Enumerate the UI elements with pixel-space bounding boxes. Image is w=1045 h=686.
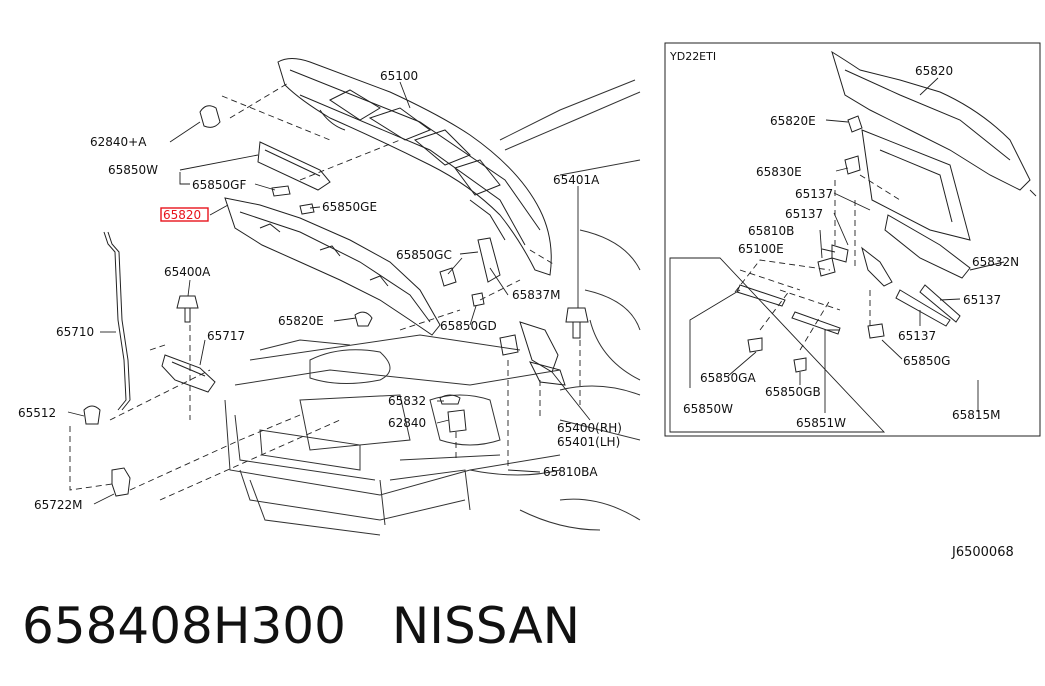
label-65810ba: 65810BA xyxy=(543,465,598,479)
label-65717: 65717 xyxy=(207,329,245,343)
hood-rod-clip-65512 xyxy=(83,405,101,425)
inset-title: YD22ETI xyxy=(669,50,716,63)
grommet-65722m xyxy=(111,467,131,497)
label-62840: 62840 xyxy=(388,416,426,430)
label-65850gd: 65850GD xyxy=(440,319,497,333)
drawing-code: J6500068 xyxy=(951,545,1014,560)
inset-label-65850w: 65850W xyxy=(683,402,733,416)
inset-label-65830e: 65830E xyxy=(756,165,802,179)
label-65512: 65512 xyxy=(18,406,56,420)
highlight-box xyxy=(160,207,209,222)
label-62840a: 62840+A xyxy=(90,135,147,149)
inset-label-65137-d: 65137 xyxy=(898,329,936,343)
inset-label-65820: 65820 xyxy=(915,64,953,78)
hood-weatherstrip-65850w xyxy=(257,141,331,191)
label-65401lh: 65401(LH) xyxy=(557,435,620,449)
vehicle-body-outline xyxy=(224,79,641,536)
inset-label-65137-a: 65137 xyxy=(795,187,833,201)
inset-box-yd22eti xyxy=(664,42,1041,437)
inset-labels: YD22ETI 65820 65820E 65830E 65137 65137 … xyxy=(669,50,1019,430)
leader-lines xyxy=(67,81,591,505)
dashed-assembly-lines xyxy=(69,81,581,501)
callout-labels: 65100 62840+A 65850W 65850GF 65850GE 658… xyxy=(18,69,622,512)
label-65850gf: 65850GF xyxy=(192,178,246,192)
inset-label-65810b: 65810B xyxy=(748,224,794,238)
label-65400rh: 65400(RH) xyxy=(557,421,622,435)
label-65820e: 65820E xyxy=(278,314,324,328)
inset-label-65100e: 65100E xyxy=(738,242,784,256)
hood-insulator xyxy=(224,197,441,336)
inset-label-65815m: 65815M xyxy=(952,408,1001,422)
inset-label-65137-c: 65137 xyxy=(963,293,1001,307)
label-65837m: 65837M xyxy=(512,288,561,302)
label-65850ge: 65850GE xyxy=(322,200,377,214)
inset-label-65850gb: 65850GB xyxy=(765,385,821,399)
bumper-62840a xyxy=(199,105,221,128)
inset-label-65832n: 65832N xyxy=(972,255,1019,269)
label-65832: 65832 xyxy=(388,394,426,408)
hinge-parts xyxy=(271,185,589,433)
manufacturer-name: NISSAN xyxy=(391,597,581,655)
part-caption: 658408H300 NISSAN xyxy=(22,596,580,656)
inset-label-65851w: 65851W xyxy=(796,416,846,430)
inset-label-65850ga: 65850GA xyxy=(700,371,756,385)
label-65100: 65100 xyxy=(380,69,418,83)
inset-label-65820e: 65820E xyxy=(770,114,816,128)
label-65850gc: 65850GC xyxy=(396,248,452,262)
label-65400a: 65400A xyxy=(164,265,211,279)
bolt-65400a xyxy=(176,295,199,323)
hood-panel xyxy=(277,58,552,276)
hood-rod-65710 xyxy=(103,231,131,411)
hood-lock-65717 xyxy=(161,354,216,393)
label-65820-highlighted: 65820 xyxy=(163,208,201,222)
label-65850w: 65850W xyxy=(108,163,158,177)
inset-label-65850g: 65850G xyxy=(903,354,950,368)
label-65710: 65710 xyxy=(56,325,94,339)
inset-label-65137-b: 65137 xyxy=(785,207,823,221)
part-number: 658408H300 xyxy=(22,597,346,655)
label-65722m: 65722M xyxy=(34,498,83,512)
label-65401a: 65401A xyxy=(553,173,600,187)
